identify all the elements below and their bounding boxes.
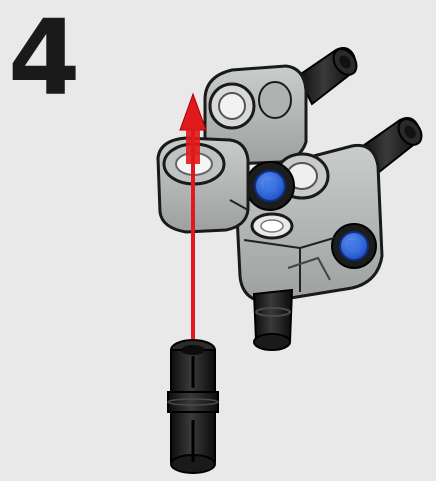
loose-black-pin-icon — [168, 340, 218, 473]
pin-receiver-connector — [158, 138, 248, 232]
lower-pin-stub-icon — [254, 290, 292, 350]
blue-axle-pin-lower-icon — [332, 224, 376, 268]
blue-axle-pin-upper-icon — [246, 162, 294, 210]
